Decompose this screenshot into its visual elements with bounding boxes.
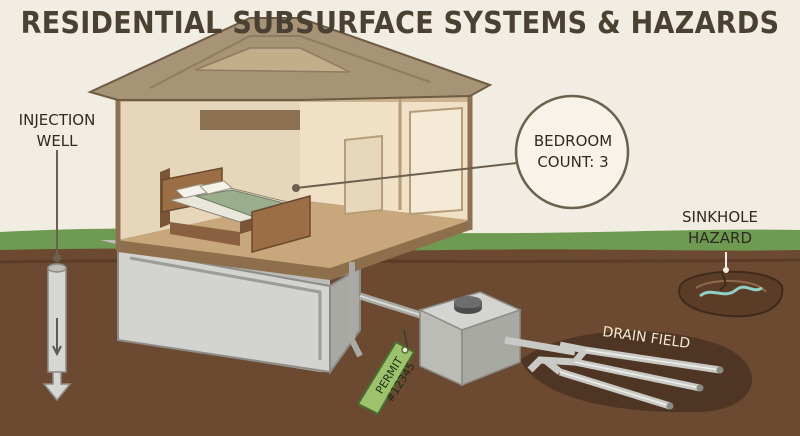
bed-icon: [160, 167, 311, 253]
drain-pipe-icon: [504, 336, 724, 410]
sinkhole-hazard-label: SINKHOLE HAZARD: [660, 207, 780, 249]
permit-tag-icon: [356, 329, 416, 416]
bedroom-count-label: BEDROOM COUNT: 3: [525, 131, 621, 173]
doorway: [344, 134, 383, 216]
bedroom-callout-dot: [292, 184, 300, 192]
injection-well-label-line-1: INJECTION: [18, 111, 96, 129]
basement-inner-edge: [129, 256, 322, 360]
sinkhole-hazard-label-line-1: SINKHOLE: [682, 208, 758, 226]
bedroom-callout-bubble: [514, 94, 630, 210]
gable-triangle: [194, 47, 351, 73]
injection-well-label: INJECTION WELL: [2, 110, 112, 152]
window-frame: [409, 106, 463, 216]
sinkhole-icon: [678, 252, 784, 318]
sinkhole-hazard-label-line-2: HAZARD: [687, 229, 753, 247]
page-title: RESIDENTIAL SUBSURFACE SYSTEMS & HAZARDS: [20, 6, 780, 41]
bedroom-count-label-line-2: COUNT: 3: [537, 153, 609, 171]
bedroom-callout-line: [295, 161, 527, 189]
injection-well-label-line-2: WELL: [36, 132, 78, 150]
drain-pipe-vertical: [349, 262, 363, 358]
bedroom-count-label-line-1: BEDROOM: [533, 132, 613, 150]
ceiling-vent: [200, 110, 300, 130]
arrow-down-icon: [42, 318, 72, 402]
roof-gable: [149, 35, 431, 89]
septic-tank-icon: [417, 291, 523, 387]
drain-pipe-highlight: [359, 295, 431, 319]
floor-slab-edge: [118, 220, 470, 280]
